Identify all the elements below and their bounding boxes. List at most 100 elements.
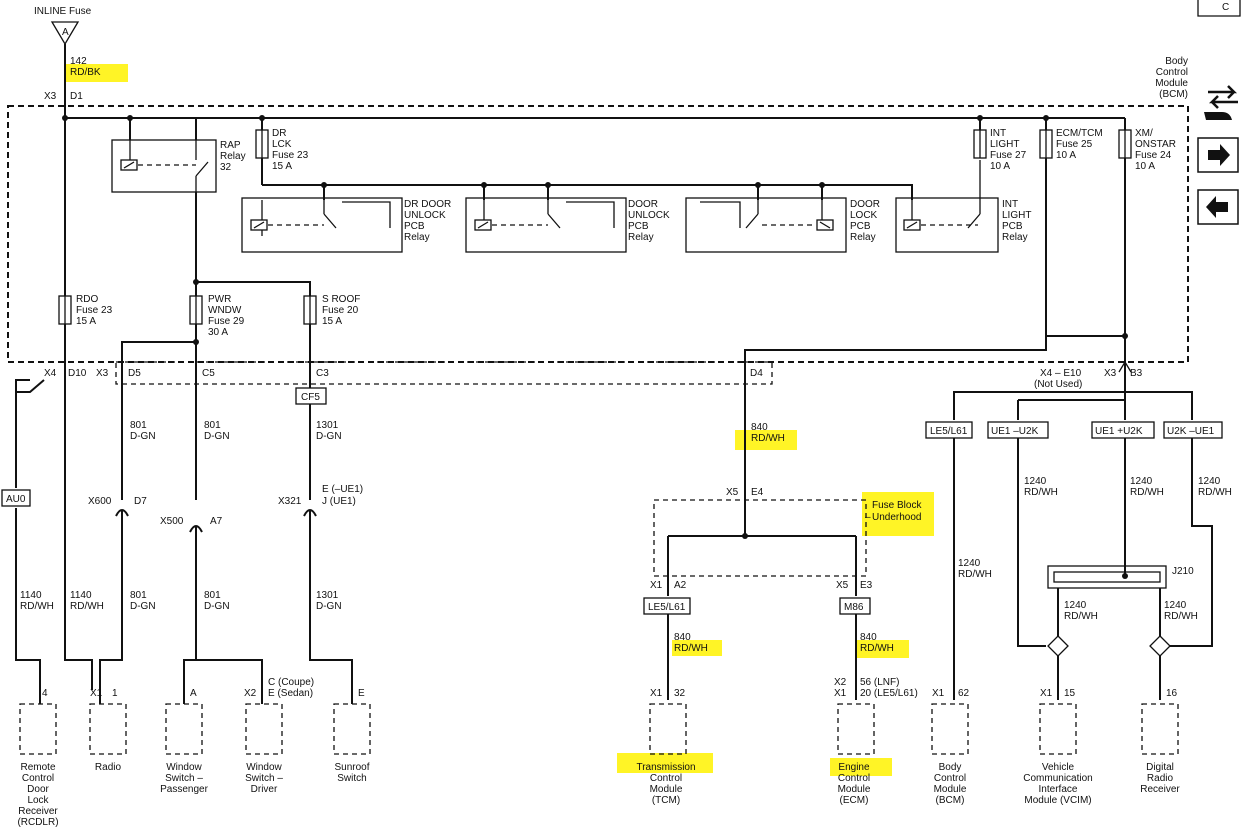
highlight-840-top <box>735 430 797 450</box>
svg-text:Control: Control <box>934 773 966 784</box>
svg-text:Relay: Relay <box>850 232 876 243</box>
au0-label: AU0 <box>6 494 26 505</box>
component-bcm: X1 62 Body Control Module (BCM) <box>931 688 970 806</box>
wire-840-ecm-color: RD/WH <box>860 643 894 654</box>
svg-text:Body: Body <box>1165 56 1188 67</box>
component-rcdlr: 4 Remote Control Door Lock Receiver (RCD… <box>17 688 58 828</box>
svg-text:Relay: Relay <box>404 232 430 243</box>
splice-j210: J210 <box>1047 565 1194 589</box>
wire-840-tcm-color: RD/WH <box>674 643 708 654</box>
svg-text:56 (LNF): 56 (LNF) <box>860 677 899 688</box>
wire-1301b-number: 1301 <box>316 590 339 601</box>
svg-text:X600: X600 <box>88 496 112 507</box>
svg-text:Fuse 29: Fuse 29 <box>208 316 245 327</box>
svg-text:WNDW: WNDW <box>208 305 242 316</box>
wire-1301-color: D-GN <box>316 431 342 442</box>
svg-text:–: – <box>865 512 871 523</box>
svg-text:C (Coupe): C (Coupe) <box>268 677 314 688</box>
ecm-e3: E3 <box>860 580 873 591</box>
wire-1140a-color: RD/WH <box>20 601 54 612</box>
highlight-fuse-block <box>862 492 934 536</box>
arrow-right-icon[interactable] <box>1197 137 1239 173</box>
svg-text:Relay: Relay <box>220 151 246 162</box>
pin-c5: C5 <box>202 368 215 379</box>
svg-text:RDO: RDO <box>76 294 98 305</box>
wire-1140b-color: RD/WH <box>70 601 104 612</box>
wire-1240-a-color: RD/WH <box>1024 487 1058 498</box>
wire-1240-d-number: 1240 <box>1064 600 1087 611</box>
bcm-x3-label: X3 <box>44 91 57 102</box>
highlight-tcm-name <box>617 753 713 773</box>
door-lock-relay: DOOR LOCK PCB Relay <box>685 197 880 253</box>
svg-text:Window: Window <box>166 762 202 773</box>
svg-text:Fuse 25: Fuse 25 <box>1056 139 1093 150</box>
pin-b3: B3 <box>1130 368 1143 379</box>
inline-fuse-title: INLINE Fuse <box>34 6 92 17</box>
pin-not-used: (Not Used) <box>1034 379 1082 390</box>
component-ecm: X2 X1 56 (LNF) 20 (LE5/L61) Engine Contr… <box>834 677 918 806</box>
component-tcm: X1 32 Transmission Control Module (TCM) <box>636 688 695 806</box>
bus-dots <box>62 115 1049 188</box>
svg-text:Fuse 24: Fuse 24 <box>1135 150 1172 161</box>
svg-text:X1: X1 <box>1040 688 1053 699</box>
wire-1301b-color: D-GN <box>316 601 342 612</box>
svg-text:Control: Control <box>650 773 682 784</box>
svg-text:Switch –: Switch – <box>165 773 203 784</box>
fuse-xm-onstar: XM/ ONSTAR Fuse 24 10 A <box>1118 128 1176 172</box>
m86-label: M86 <box>844 602 864 613</box>
svg-text:Fuse 20: Fuse 20 <box>322 305 359 316</box>
svg-text:Fuse Block: Fuse Block <box>872 500 922 511</box>
svg-text:Window: Window <box>246 762 282 773</box>
svg-text:PCB: PCB <box>1002 221 1023 232</box>
svg-text:15 A: 15 A <box>322 316 342 327</box>
svg-text:1: 1 <box>112 688 118 699</box>
svg-text:16: 16 <box>1166 688 1178 699</box>
pin-d10: D10 <box>68 368 87 379</box>
svg-text:Receiver: Receiver <box>18 806 58 817</box>
wire-1240-u2k-ue1 <box>1170 438 1213 647</box>
svg-text:ECM/TCM: ECM/TCM <box>1056 128 1103 139</box>
inline-connector-x500: X500 A7 <box>160 516 223 690</box>
svg-text:Remote: Remote <box>20 762 55 773</box>
diode-drr <box>1149 635 1171 657</box>
bcm-d1-label: D1 <box>70 91 83 102</box>
svg-text:10 A: 10 A <box>1056 150 1076 161</box>
corner-box: C <box>1197 0 1241 17</box>
door-unlock-relay: DOOR UNLOCK PCB Relay <box>465 197 670 253</box>
svg-text:LIGHT: LIGHT <box>990 139 1019 150</box>
ue1-u2k-label: UE1 –U2K <box>991 426 1039 437</box>
switch-icon[interactable] <box>1204 85 1238 120</box>
pin-x3: X3 <box>96 368 109 379</box>
inline-fuse-letter: A <box>62 27 69 38</box>
int-light-relay: INT LIGHT PCB Relay <box>895 160 1031 253</box>
component-window-switch-passenger: A Window Switch – Passenger <box>160 688 208 795</box>
fuse-dr-lck: DR LCK Fuse 23 15 A <box>255 128 309 172</box>
svg-text:D7: D7 <box>134 496 147 507</box>
svg-text:Control: Control <box>22 773 54 784</box>
component-radio: X1 1 Radio <box>89 688 127 773</box>
svg-text:UNLOCK: UNLOCK <box>404 210 446 221</box>
wire-801b-number: 801 <box>204 420 221 431</box>
svg-text:DR: DR <box>272 128 286 139</box>
fuse-block-e4: E4 <box>751 487 764 498</box>
u2k-ue1-label: U2K –UE1 <box>1167 426 1215 437</box>
svg-text:Fuse 27: Fuse 27 <box>990 150 1027 161</box>
svg-text:Control: Control <box>1156 67 1188 78</box>
svg-text:X1: X1 <box>90 688 103 699</box>
svg-text:Control: Control <box>838 773 870 784</box>
svg-text:X321: X321 <box>278 496 302 507</box>
wire-1240-e-color: RD/WH <box>1164 611 1198 622</box>
relay-feed-bus <box>261 158 913 200</box>
pin-d4: D4 <box>750 368 763 379</box>
le5-l61-tcm-label: LE5/L61 <box>648 602 686 613</box>
svg-text:15 A: 15 A <box>272 161 292 172</box>
svg-text:15: 15 <box>1064 688 1076 699</box>
fuse-block-boundary <box>653 499 867 577</box>
wire-801d-color: D-GN <box>204 601 230 612</box>
wire-rcdlr <box>15 379 93 690</box>
arrow-left-icon[interactable] <box>1197 189 1239 225</box>
svg-text:PCB: PCB <box>404 221 425 232</box>
svg-text:XM/: XM/ <box>1135 128 1153 139</box>
wire-j210-outputs <box>1057 588 1161 636</box>
svg-text:Underhood: Underhood <box>872 512 921 523</box>
